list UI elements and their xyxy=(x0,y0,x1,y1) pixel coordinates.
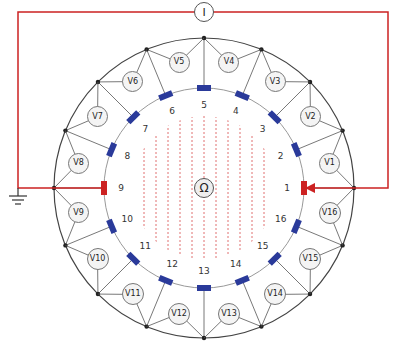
electrode xyxy=(197,285,211,291)
node-text: V13 xyxy=(221,310,237,318)
current-source: I xyxy=(194,2,214,22)
node-text: V9 xyxy=(73,209,84,217)
electrode-number: 2 xyxy=(278,152,284,161)
equipotential-line xyxy=(192,108,193,268)
node-text: V12 xyxy=(171,310,187,318)
node-text: V1 xyxy=(324,159,335,167)
electrode-number: 13 xyxy=(198,267,209,276)
equipotential-line xyxy=(180,108,181,268)
equipotential-line xyxy=(168,108,169,268)
equipotential-lines xyxy=(144,108,264,268)
equipotential-line xyxy=(228,108,229,268)
electrode xyxy=(197,85,211,91)
node-text: V5 xyxy=(174,58,185,66)
electrode-lead xyxy=(65,226,111,245)
electrode-number: 7 xyxy=(142,125,148,134)
electrode xyxy=(106,142,117,157)
voltmeter: V1 xyxy=(319,153,340,174)
node-text: I xyxy=(202,7,205,18)
electrode-lead xyxy=(242,280,261,326)
ground-symbol xyxy=(9,188,27,204)
node-text: V3 xyxy=(270,78,281,86)
node-text: V6 xyxy=(128,78,139,86)
voltmeter: V11 xyxy=(122,283,144,305)
node-text: V10 xyxy=(90,255,106,263)
voltmeter: V12 xyxy=(168,303,190,325)
voltmeter: V14 xyxy=(264,283,286,305)
electrode-number: 3 xyxy=(260,125,266,134)
electrode xyxy=(235,275,250,286)
node-text: V15 xyxy=(303,255,319,263)
voltmeter: V6 xyxy=(122,71,143,92)
voltmeter: V5 xyxy=(169,52,190,73)
equipotential-line xyxy=(156,108,157,268)
electrode xyxy=(291,142,302,157)
electrode-number: 15 xyxy=(257,242,268,251)
voltmeter: V15 xyxy=(299,248,321,270)
electrode xyxy=(106,219,117,234)
equipotential-line xyxy=(252,108,253,268)
node-text: V16 xyxy=(322,209,338,217)
voltmeter: V9 xyxy=(68,202,89,223)
electrode-number: 4 xyxy=(233,107,239,116)
electrode-number: 10 xyxy=(122,215,133,224)
electrode-number: 16 xyxy=(275,215,286,224)
voltmeter: V7 xyxy=(87,106,108,127)
electrode-number: 8 xyxy=(124,152,130,161)
electrode xyxy=(126,252,140,266)
electrode-number: 12 xyxy=(167,260,178,269)
electrodes xyxy=(101,85,307,291)
electrode-number: 9 xyxy=(118,184,124,193)
voltmeter: V8 xyxy=(68,153,89,174)
electrode-number: 5 xyxy=(201,101,207,110)
electrode-number: 1 xyxy=(284,184,290,193)
electrode xyxy=(268,110,282,124)
electrode-number: 14 xyxy=(230,260,241,269)
node-text: V2 xyxy=(305,113,316,121)
object-boundary xyxy=(104,88,304,288)
electrode xyxy=(158,90,173,101)
voltmeter: V10 xyxy=(87,248,109,270)
node-text: V7 xyxy=(92,113,103,121)
source-wire xyxy=(204,12,388,188)
electrode-lead xyxy=(147,49,166,95)
impedance-symbol: Ω xyxy=(194,178,214,198)
voltmeter: V4 xyxy=(218,52,239,73)
node-text: V14 xyxy=(267,290,283,298)
electrode-lead xyxy=(204,288,205,338)
equipotential-line xyxy=(240,108,241,268)
electrode-number: 6 xyxy=(169,107,175,116)
electrode-number: 11 xyxy=(140,242,151,251)
electrode xyxy=(268,252,282,266)
source-wire xyxy=(18,12,204,188)
electrode xyxy=(291,219,302,234)
voltmeter: V16 xyxy=(319,202,341,224)
node-text: V8 xyxy=(73,159,84,167)
voltmeter: V13 xyxy=(218,303,240,325)
electrode-lead xyxy=(296,131,342,150)
node-text: V4 xyxy=(224,58,235,66)
electrode xyxy=(235,90,250,101)
electrode xyxy=(158,275,173,286)
electrode-lead xyxy=(204,38,205,88)
voltmeter: V2 xyxy=(300,106,321,127)
electrode xyxy=(126,110,140,124)
voltmeter: V3 xyxy=(265,71,286,92)
node-text: V11 xyxy=(125,290,141,298)
equipotential-line xyxy=(216,108,217,268)
node-text: Ω xyxy=(199,182,208,194)
